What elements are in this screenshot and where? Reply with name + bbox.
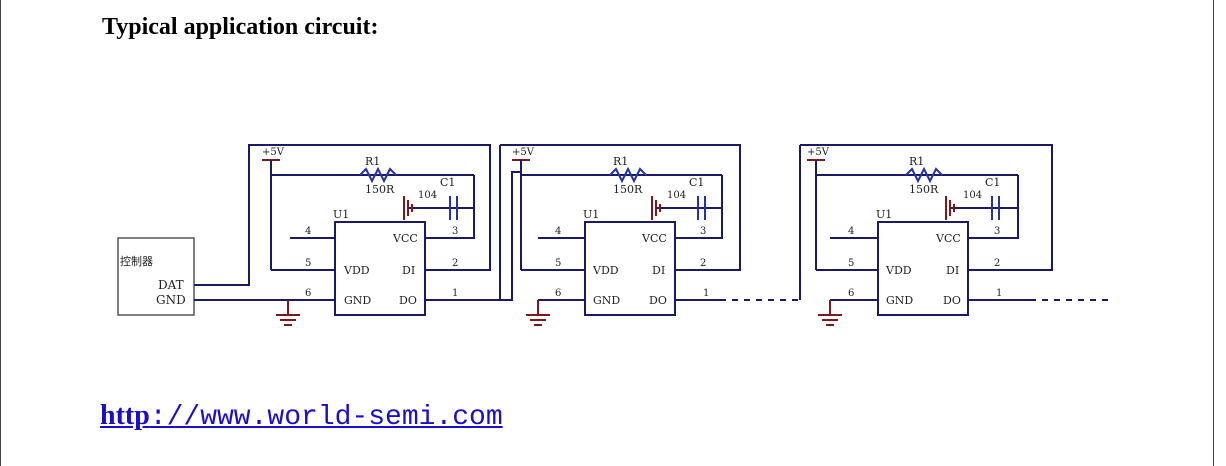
ic-name: U1: [876, 208, 892, 221]
pin-vdd: VDD: [592, 264, 619, 277]
controller-pin-gnd: GND: [156, 293, 186, 307]
pin-6: 6: [555, 288, 561, 299]
ic-name: U1: [333, 208, 349, 221]
pin-di: DI: [652, 264, 665, 277]
stage-1: [194, 144, 522, 326]
pin-di: DI: [402, 264, 415, 277]
resistor-name: R1: [909, 155, 924, 168]
pin-vdd: VDD: [885, 264, 912, 277]
pin-6: 6: [305, 288, 311, 299]
pin-do: DO: [649, 294, 667, 307]
link-scheme: http: [100, 400, 150, 431]
pin-1: 1: [996, 288, 1002, 299]
page-border-left: [0, 0, 1, 466]
link-rest: ://www.world-semi.com: [149, 402, 503, 433]
resistor-name: R1: [365, 155, 380, 168]
stage-3-labels: +5V R1 150R C1 104 U1 VCC VDD GND DI DO …: [807, 147, 1002, 307]
cap-value: 104: [963, 190, 982, 201]
cap-value: 104: [418, 190, 437, 201]
page-title: Typical application circuit:: [102, 14, 379, 40]
pin-2: 2: [700, 258, 706, 269]
website-link[interactable]: http://www.world-semi.com: [100, 400, 503, 433]
pin-1: 1: [703, 288, 709, 299]
pin-do: DO: [943, 294, 961, 307]
pin-vcc: VCC: [641, 232, 667, 245]
resistor-name: R1: [613, 155, 628, 168]
cap-value: 104: [667, 190, 686, 201]
stage-3: [800, 144, 1112, 326]
pin-6: 6: [848, 288, 854, 299]
pin-vdd: VDD: [343, 264, 370, 277]
pin-5: 5: [848, 258, 854, 269]
pin-1: 1: [452, 288, 458, 299]
pin-gnd: GND: [593, 294, 620, 307]
pin-vcc: VCC: [392, 232, 418, 245]
pin-gnd: GND: [886, 294, 913, 307]
pin-3: 3: [452, 226, 458, 237]
resistor-value: 150R: [909, 183, 939, 196]
controller-label: 控制器: [120, 254, 153, 268]
resistor-value: 150R: [613, 183, 643, 196]
pin-2: 2: [452, 258, 458, 269]
page-border-right: [1213, 0, 1214, 466]
controller-box: [117, 237, 195, 316]
pin-3: 3: [700, 226, 706, 237]
supply-label: +5V: [512, 147, 535, 158]
pin-2: 2: [994, 258, 1000, 269]
stage-2: [499, 144, 801, 326]
cap-name: C1: [689, 176, 704, 189]
pin-do: DO: [399, 294, 417, 307]
ic-name: U1: [583, 208, 599, 221]
cap-name: C1: [985, 176, 1000, 189]
pin-4: 4: [555, 226, 561, 237]
pin-4: 4: [848, 226, 854, 237]
supply-label: +5V: [262, 147, 285, 158]
pin-3: 3: [994, 226, 1000, 237]
controller-pin-dat: DAT: [158, 278, 184, 292]
resistor-value: 150R: [365, 183, 395, 196]
pin-5: 5: [555, 258, 561, 269]
stage-1-labels: +5V R1 150R C1 104 U1 VCC VDD GND DI DO …: [262, 147, 458, 307]
supply-label: +5V: [807, 147, 830, 158]
cap-name: C1: [440, 176, 455, 189]
pin-4: 4: [305, 226, 311, 237]
pin-vcc: VCC: [935, 232, 961, 245]
stage-2-labels: +5V R1 150R C1 104 U1 VCC VDD GND DI DO …: [512, 147, 709, 307]
pin-gnd: GND: [344, 294, 371, 307]
pin-di: DI: [946, 264, 959, 277]
pin-5: 5: [305, 258, 311, 269]
